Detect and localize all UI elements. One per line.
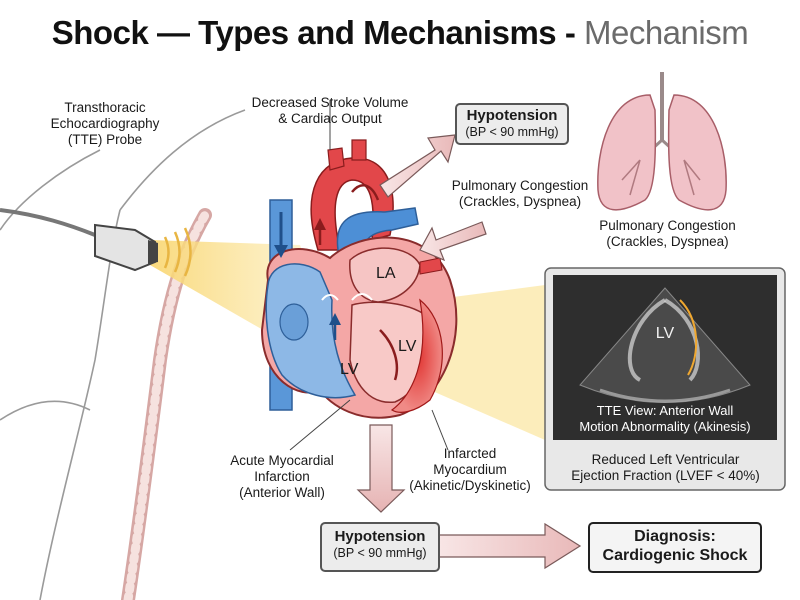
echo-sector-icon bbox=[579, 287, 751, 403]
probe-label-line: (TTE) Probe bbox=[67, 132, 143, 147]
tte-footer-line: Ejection Fraction (LVEF < 40%) bbox=[571, 468, 760, 483]
page-title: Shock — Types and Mechanisms - Mechanism bbox=[0, 14, 800, 52]
probe-label-line: Transthoracic bbox=[64, 100, 146, 115]
hypotension-top-heading: Hypotension bbox=[466, 107, 558, 124]
probe-label: Transthoracic Echocardiography (TTE) Pro… bbox=[30, 100, 180, 148]
infarcted-label-line: (Akinetic/Dyskinetic) bbox=[409, 478, 531, 493]
title-sub: Mechanism bbox=[583, 14, 749, 51]
heart-label-lv-right: LV bbox=[398, 338, 417, 355]
tte-lv-label: LV bbox=[655, 325, 675, 342]
tte-caption-line: Motion Abnormality (Akinesis) bbox=[579, 419, 751, 434]
arrow-pulmonary-congestion bbox=[419, 221, 487, 262]
heart-label-la: LA bbox=[376, 265, 396, 282]
stroke-volume-line: & Cardiac Output bbox=[278, 111, 382, 126]
diagnosis-line1: Diagnosis: bbox=[634, 528, 716, 545]
tte-caption: TTE View: Anterior Wall Motion Abnormali… bbox=[555, 403, 775, 435]
heart-icon bbox=[260, 139, 458, 419]
hypotension-top-box: Hypotension (BP < 90 mmHg) bbox=[455, 103, 569, 145]
lungs-icon bbox=[597, 72, 727, 211]
patient-torso-icon bbox=[0, 109, 246, 600]
ami-label-line: Infarction bbox=[254, 469, 310, 484]
diagnosis-line2: Cardiogenic Shock bbox=[602, 547, 748, 564]
tte-caption-line: TTE View: Anterior Wall bbox=[596, 403, 734, 418]
ami-label-line: Acute Myocardial bbox=[230, 453, 334, 468]
hypotension-bottom-heading: Hypotension bbox=[334, 528, 426, 545]
pulmonary-congestion-right-label: Pulmonary Congestion (Crackles, Dyspnea) bbox=[585, 218, 750, 250]
pulmonary-congestion-line: (Crackles, Dyspnea) bbox=[458, 194, 582, 209]
tte-panel bbox=[544, 267, 786, 491]
probe-label-line: Echocardiography bbox=[50, 116, 160, 131]
stroke-volume-line: Decreased Stroke Volume bbox=[251, 95, 409, 110]
infarct-highlight-beam bbox=[430, 285, 545, 440]
tte-probe-icon bbox=[0, 208, 192, 277]
title-main: Shock — Types and Mechanisms - bbox=[51, 14, 576, 51]
arrow-to-hypotension-bottom bbox=[356, 424, 406, 513]
pulmonary-congestion-center-label: Pulmonary Congestion (Crackles, Dyspnea) bbox=[440, 178, 600, 210]
pulmonary-congestion-line: Pulmonary Congestion bbox=[599, 218, 736, 233]
infarcted-myocardium-label: Infarcted Myocardium (Akinetic/Dyskineti… bbox=[395, 446, 545, 494]
arrow-to-diagnosis bbox=[437, 522, 582, 570]
tte-footer: Reduced Left Ventricular Ejection Fracti… bbox=[548, 452, 783, 484]
diagnosis-box: Diagnosis: Cardiogenic Shock bbox=[588, 522, 762, 573]
hypotension-bottom-detail: (BP < 90 mmHg) bbox=[333, 546, 427, 560]
ami-label-line: (Anterior Wall) bbox=[239, 485, 325, 500]
hypotension-bottom-box: Hypotension (BP < 90 mmHg) bbox=[320, 522, 440, 572]
stroke-volume-label: Decreased Stroke Volume & Cardiac Output bbox=[245, 95, 415, 127]
arrow-to-hypotension-top bbox=[379, 134, 456, 198]
pulmonary-congestion-line: (Crackles, Dyspnea) bbox=[606, 234, 729, 249]
ami-label: Acute Myocardial Infarction (Anterior Wa… bbox=[212, 453, 352, 501]
heart-label-lv-left: LV bbox=[340, 361, 359, 378]
tte-footer-line: Reduced Left Ventricular bbox=[591, 452, 740, 467]
infarcted-label-line: Myocardium bbox=[433, 462, 507, 477]
pulmonary-congestion-line: Pulmonary Congestion bbox=[451, 178, 589, 193]
infarcted-label-line: Infarcted bbox=[443, 446, 497, 461]
hypotension-top-detail: (BP < 90 mmHg) bbox=[465, 125, 559, 139]
